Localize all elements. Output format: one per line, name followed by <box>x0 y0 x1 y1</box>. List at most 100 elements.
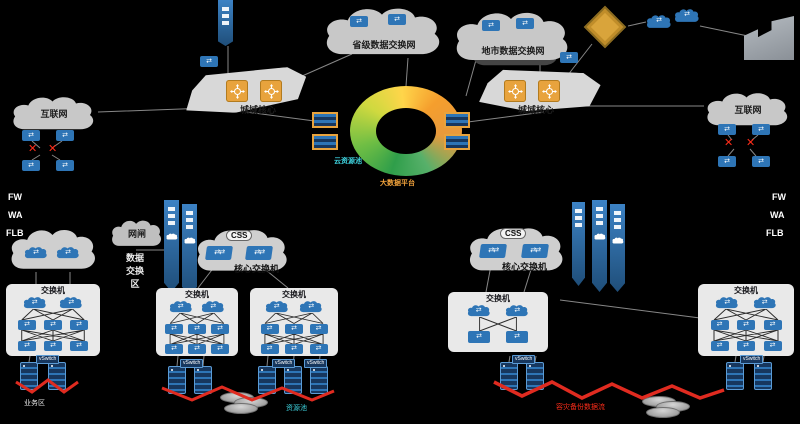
port-dot <box>168 220 175 225</box>
mesh-lines <box>479 317 517 331</box>
cloud-switch-icon <box>646 14 672 29</box>
switch-icon <box>309 323 328 334</box>
ring-label-bottom: 大数据平台 <box>380 180 415 187</box>
server-rack <box>726 362 744 390</box>
firewall-icon <box>22 160 40 171</box>
switch-icon <box>285 323 303 334</box>
city-cloud-label: 地市数据交换网 <box>481 46 545 56</box>
cloud-switch-icon <box>299 300 323 313</box>
router-icon <box>226 80 248 102</box>
firewall-icon <box>718 156 736 167</box>
cloud-switch-icon <box>56 246 80 259</box>
switch-icon <box>200 56 218 67</box>
core-switch-icon <box>479 244 507 258</box>
port-dot <box>186 210 193 215</box>
switch-zone-label: 交换机 <box>185 290 209 299</box>
flb-label: FLB <box>766 228 784 238</box>
switch-zone-label: 交换机 <box>282 290 306 299</box>
core-switch-icon <box>521 244 549 258</box>
switch-icon <box>482 20 500 31</box>
zone-clouds <box>702 296 790 309</box>
port-dot <box>614 210 621 215</box>
port-dot <box>186 224 193 229</box>
port-dot <box>168 206 175 211</box>
dmz-banner <box>610 204 625 292</box>
switch-icon <box>211 323 229 334</box>
cloud-icon <box>165 233 178 240</box>
internet-label: 互联网 <box>734 105 762 115</box>
blocked-link-icon: ✕ <box>724 136 734 149</box>
core-switch-label: 核心交换机 <box>234 264 280 274</box>
port-dot <box>222 6 229 11</box>
switch-icon <box>44 341 62 351</box>
cloud-switch-icon <box>23 296 47 309</box>
cloud-switch-icon <box>467 304 491 317</box>
cloud-switch-icon <box>24 246 48 259</box>
port-dot <box>575 215 582 220</box>
vswitch-label: vSwitch <box>180 359 204 368</box>
server-rack <box>310 366 328 394</box>
switch-row <box>10 341 96 351</box>
port-dot <box>168 213 175 218</box>
flow-label-right: 容灾备份数据流 <box>556 404 605 411</box>
dmz-banner <box>164 200 179 292</box>
switch-icon <box>350 16 368 27</box>
internet-cloud: 互联网 <box>704 90 792 128</box>
metro-core-label: 城域核心 <box>239 105 276 115</box>
switch-zone: 交换机 <box>698 284 794 356</box>
server-rack <box>754 362 772 390</box>
firewall-icon <box>56 160 74 171</box>
core-device-stack <box>444 134 470 150</box>
switch-icon <box>165 344 183 354</box>
core-ring-hole <box>376 108 436 154</box>
switch-zone: 交换机 <box>6 284 100 356</box>
internet-label: 互联网 <box>40 109 68 119</box>
mesh-lines <box>713 330 779 341</box>
switch-icon <box>388 14 406 25</box>
switch-row <box>160 323 234 334</box>
css-cluster-tag: CSS <box>226 230 253 241</box>
database-cylinder <box>224 403 258 414</box>
ring-label-left: 云资源池 <box>334 158 362 165</box>
dmz-banner <box>572 202 585 286</box>
area-label-left: 业务区 <box>24 400 45 407</box>
cloud-switch-icon <box>59 296 83 309</box>
port-dot <box>596 213 603 218</box>
core-switch-icon <box>245 246 273 260</box>
mesh-lines <box>713 309 779 320</box>
switch-icon <box>188 344 206 354</box>
mesh-lines <box>21 330 85 341</box>
database-cylinder <box>646 407 680 418</box>
switch-icon <box>710 341 729 351</box>
zone-clouds <box>254 300 334 313</box>
cloud-icon <box>593 233 606 240</box>
internet-cloud: 互联网 <box>10 94 98 132</box>
vswitch-label: vSwitch <box>740 355 764 364</box>
server-rack <box>20 362 38 390</box>
mesh-lines <box>21 309 85 320</box>
flb-label: FLB <box>6 228 24 238</box>
cloud-switch-icon <box>201 300 225 313</box>
switch-row <box>254 323 334 334</box>
port-dot <box>186 217 193 222</box>
switch-zone: 交换机 <box>156 288 238 356</box>
switch-icon <box>737 341 755 351</box>
cloud-icon <box>611 237 624 244</box>
server-rack <box>284 366 302 394</box>
switch-zone: 交换机 <box>250 288 338 356</box>
server-rack <box>500 362 518 390</box>
switch-icon <box>44 320 62 330</box>
router-icon <box>538 80 560 102</box>
wa-label: WA <box>8 210 23 220</box>
port-dot <box>575 222 582 227</box>
switch-icon <box>211 344 229 354</box>
port-dot <box>596 206 603 211</box>
port-dot <box>575 208 582 213</box>
vswitch-label: vSwitch <box>304 359 328 368</box>
vswitch-label: vSwitch <box>512 355 536 364</box>
switch-zone-label: 交换机 <box>41 286 65 295</box>
zone-clouds <box>160 300 234 313</box>
city-network-cloud: 地市数据交换网 <box>452 8 574 64</box>
switch-icon <box>260 323 279 334</box>
